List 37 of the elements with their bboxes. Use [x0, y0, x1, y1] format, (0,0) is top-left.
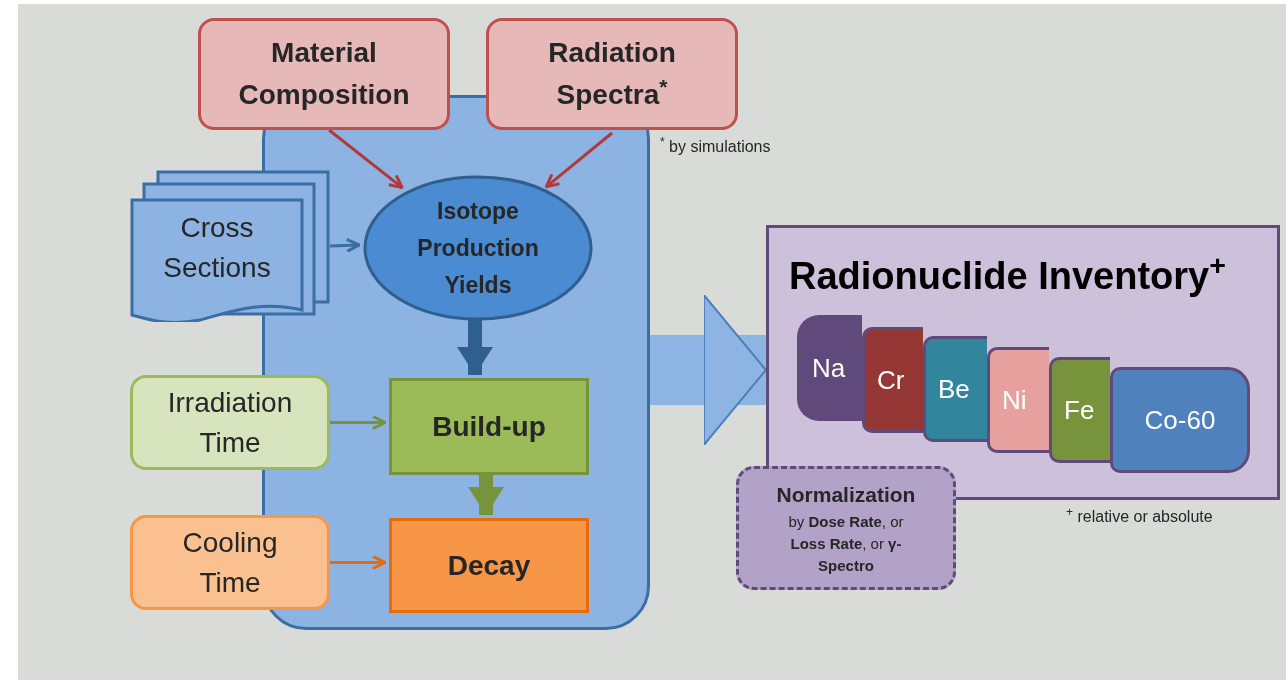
- footnote: $^{*}$ by simulations: [660, 136, 772, 157]
- note-title: Normalization: [776, 482, 916, 509]
- isotope-label: Cr: [877, 363, 905, 397]
- isotope-label: Na: [812, 351, 846, 385]
- process-box: Decay: [389, 518, 589, 613]
- isotope-label: Fe: [1064, 393, 1095, 427]
- input-box: Material Composition: [198, 18, 450, 130]
- arrow: [329, 237, 361, 253]
- process-box: Build-up: [389, 378, 589, 475]
- isotope-label: Ni: [1002, 383, 1027, 417]
- input-box: Irradiation Time: [130, 375, 330, 470]
- isotope-card: [1049, 357, 1110, 463]
- node-text: Cross Sections: [162, 211, 272, 285]
- input-box: Radiation Spectra$^{*}$: [486, 18, 738, 130]
- isotope-card: [987, 347, 1049, 453]
- block-arrow: [650, 294, 767, 446]
- isotope-label: Co-60: [1144, 403, 1216, 437]
- result-panel: [766, 225, 1280, 500]
- arrow: [544, 131, 613, 189]
- process-ellipse: [363, 175, 593, 321]
- note-text: by Dose Rate, or Loss Rate, or γ-Spectro: [788, 511, 904, 576]
- arrow: [328, 128, 404, 190]
- isotope-card: [862, 327, 923, 433]
- note-box: [736, 466, 956, 590]
- node-text: Isotope Production Yields: [416, 196, 540, 300]
- document-stack: [130, 170, 330, 322]
- input-box: Cooling Time: [130, 515, 330, 610]
- arrow: [330, 555, 387, 570]
- isotope-card: [1110, 367, 1250, 473]
- arrow: [468, 472, 504, 515]
- isotope-card: [923, 336, 987, 442]
- arrow: [457, 318, 493, 375]
- arrow: [330, 415, 387, 430]
- panel-title: Radionuclide Inventory$^{+}$: [789, 248, 1226, 299]
- isotope-card: [797, 315, 862, 421]
- isotope-label: Be: [938, 372, 970, 406]
- footnote: $^{+}$ relative or absolute: [1066, 505, 1214, 527]
